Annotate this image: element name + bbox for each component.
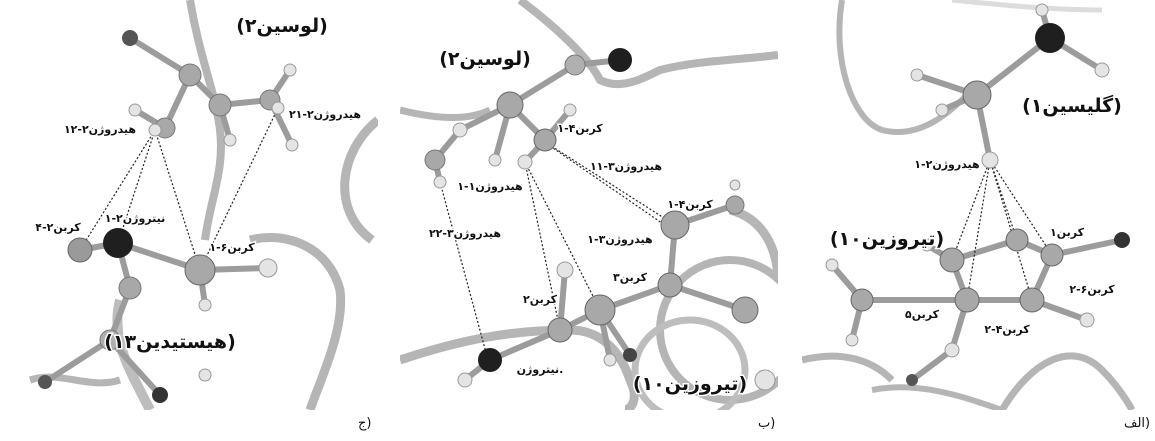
atom-label: هیدروژن۲-۱ [914, 158, 979, 171]
panel-a-molecule: (گلیسین۱) (تیروزین۱۰) هیدروژن۲-۱ کربن۱ ک… [802, 0, 1136, 410]
panel-b: (لوسین۲) (تیروزین۱۰) کربن۴-۱ هیدروژن۱-۱ … [400, 0, 778, 410]
residue-label: (تیروزین۱۰) [830, 228, 944, 250]
atom-label: نیتروژن۲-۱ [105, 212, 166, 225]
atom-label: کربن۵ [905, 308, 940, 321]
ribbon [871, 384, 1003, 410]
ribbon [998, 352, 1136, 410]
ribbon [951, 0, 1103, 13]
atom-label: نیتروژن. [517, 363, 564, 376]
ribbon [728, 205, 778, 281]
atom-label: کربن۶-۲ [1069, 283, 1115, 296]
atom-label: کربن۴-۱ [557, 122, 603, 135]
residue-label: (لوسین۲) [439, 48, 531, 70]
interaction-lines [79, 107, 279, 271]
residue-label: (تیروزین۱۰) [633, 373, 747, 395]
residue-label: (هیستیدین۱۳) [104, 331, 236, 353]
atom-label: هیدروژن۲-۲۱ [289, 108, 361, 121]
atom-label: کربن۱ [1050, 226, 1085, 239]
ribbon [400, 325, 639, 410]
atom-label: کربن۴-۲ [984, 323, 1030, 336]
atom-label: کربن۴-۱ [667, 198, 713, 211]
panel-c: (لوسین۲) (هیستیدین۱۳) هیدروژن۲-۱۲ هیدروژ… [0, 0, 378, 410]
atom-label: کربن۲-۴ [35, 221, 81, 234]
atom-label: هیدروژن۳-۲۲ [429, 227, 501, 240]
residue-label: (گلیسین۱) [1022, 94, 1122, 117]
ribbon [186, 0, 225, 241]
ribbon [802, 352, 895, 383]
atom-label: کربن۲ [523, 293, 558, 306]
interaction-lines [951, 159, 1053, 301]
panel-a: (گلیسین۱) (تیروزین۱۰) هیدروژن۲-۱ کربن۱ ک… [802, 0, 1155, 410]
panel-c-molecule: (لوسین۲) (هیستیدین۱۳) هیدروژن۲-۱۲ هیدروژ… [28, 0, 378, 410]
panel-b-molecule: (لوسین۲) (تیروزین۱۰) کربن۴-۱ هیدروژن۱-۱ … [400, 0, 778, 410]
ribbon [28, 373, 122, 387]
panel-label-a: الف) [1124, 416, 1151, 431]
ribbon [631, 316, 749, 410]
atoms [825, 3, 1130, 386]
atoms [38, 30, 299, 403]
panel-label-c: ج) [358, 416, 372, 431]
atom-label: هیدروژن۱-۱ [457, 180, 522, 193]
atoms [424, 48, 776, 391]
ribbon [400, 106, 492, 121]
atom-label: هیدروژن۳-۱۱ [590, 160, 662, 173]
atom-label: کربن۶-۱ [209, 241, 255, 254]
ribbon [517, 0, 778, 89]
ribbon [836, 0, 975, 135]
atom-label: هیدروژن۲-۱۲ [64, 123, 136, 136]
interaction-lines [439, 141, 676, 361]
residue-label: (لوسین۲) [236, 15, 328, 37]
panel-label-b: ب) [758, 416, 776, 431]
atom-label: کربن۳ [613, 271, 648, 284]
ribbon [248, 232, 346, 410]
atom-label: هیدروژن۳-۱ [587, 233, 652, 246]
ribbon [340, 116, 378, 244]
